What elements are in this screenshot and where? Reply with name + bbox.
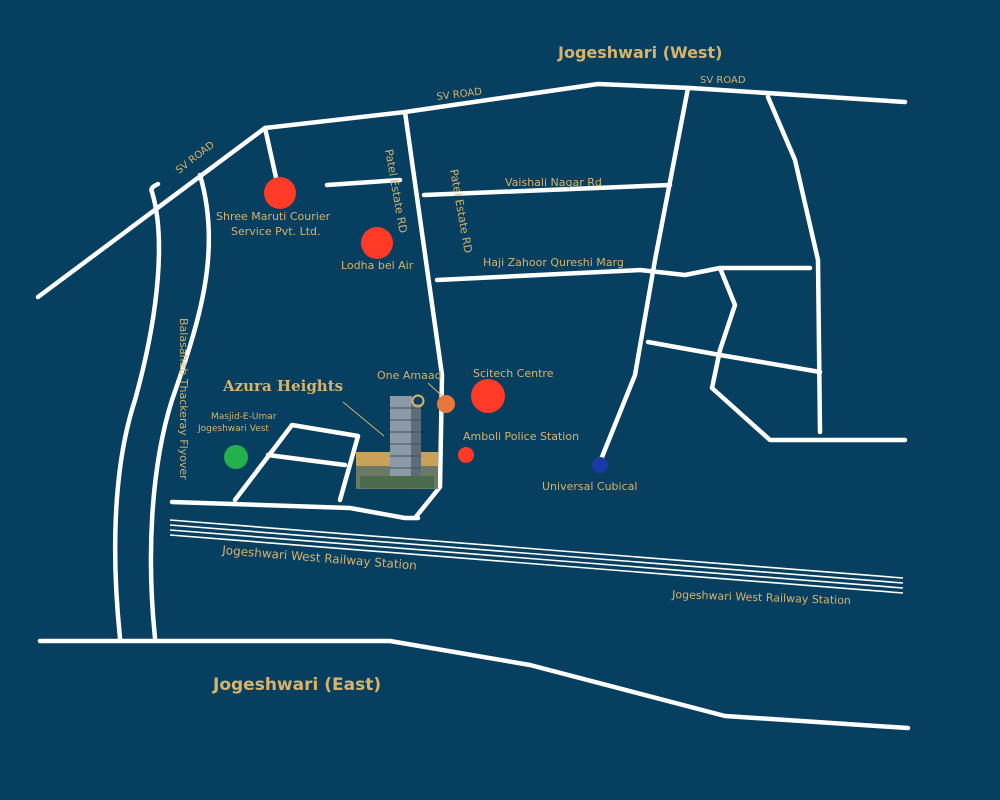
- label-masjid-1: Masjid-E-Umar: [211, 412, 277, 422]
- azura-heights-leader: [342, 401, 385, 437]
- local-road-loop: [232, 422, 361, 503]
- east-vertical-road: [765, 94, 823, 435]
- road-stub-maruti: [262, 125, 280, 185]
- project-name-label: Azura Heights: [222, 377, 343, 395]
- marker-shree-maruti[interactable]: [264, 177, 296, 209]
- label-amboli: Amboli Police Station: [463, 430, 579, 443]
- marker-amboli[interactable]: [458, 447, 474, 463]
- label-universal: Universal Cubical: [542, 480, 637, 493]
- road-label-flyover: Balasaheb Thackeray Flyover: [177, 318, 190, 480]
- marker-scitech[interactable]: [471, 379, 505, 413]
- location-pin-icon: [411, 394, 425, 408]
- local-road-inner: [265, 452, 348, 468]
- road-label-railway-2: Jogeshwari West Railway Station: [671, 588, 851, 607]
- road-label-vaishali-nagar: Vaishali Nagar Rd: [505, 176, 602, 189]
- east-loop: [709, 265, 908, 443]
- azura-heights-building: [356, 396, 438, 489]
- area-label-east: Jogeshwari (East): [212, 675, 381, 695]
- marker-universal[interactable]: [592, 457, 608, 473]
- haji-zahoor-road: [434, 265, 813, 283]
- sv-road: [35, 81, 908, 300]
- road-to-lodha: [324, 177, 403, 188]
- label-one-amaad: One Amaad: [377, 369, 442, 382]
- flyover-east-edge: [148, 172, 212, 641]
- vaishali-nagar-road: [421, 182, 673, 198]
- highway-south: [37, 638, 911, 731]
- marker-lodha[interactable]: [361, 227, 393, 259]
- road-to-universal: [597, 85, 691, 465]
- flyover-west-edge: [112, 181, 162, 641]
- road-label-haji-zahoor: Haji Zahoor Qureshi Marg: [483, 256, 624, 269]
- label-lodha: Lodha bel Air: [341, 259, 414, 272]
- one-amaad-leader: [427, 382, 443, 397]
- road-network: [35, 81, 911, 731]
- railway-tracks: [169, 519, 904, 594]
- marker-one-amaad[interactable]: [437, 395, 455, 413]
- label-shree-maruti-1: Shree Maruti Courier: [216, 210, 331, 223]
- label-scitech: Scitech Centre: [473, 367, 554, 380]
- marker-masjid[interactable]: [224, 445, 248, 469]
- patel-estate-road: [402, 109, 445, 521]
- label-masjid-2: Jogeshwari Vest: [197, 424, 269, 434]
- local-road-south: [169, 499, 421, 521]
- label-shree-maruti-2: Service Pvt. Ltd.: [231, 225, 321, 238]
- road-label-sv-right: SV ROAD: [700, 75, 746, 86]
- area-label-west: Jogeshwari (West): [557, 43, 722, 62]
